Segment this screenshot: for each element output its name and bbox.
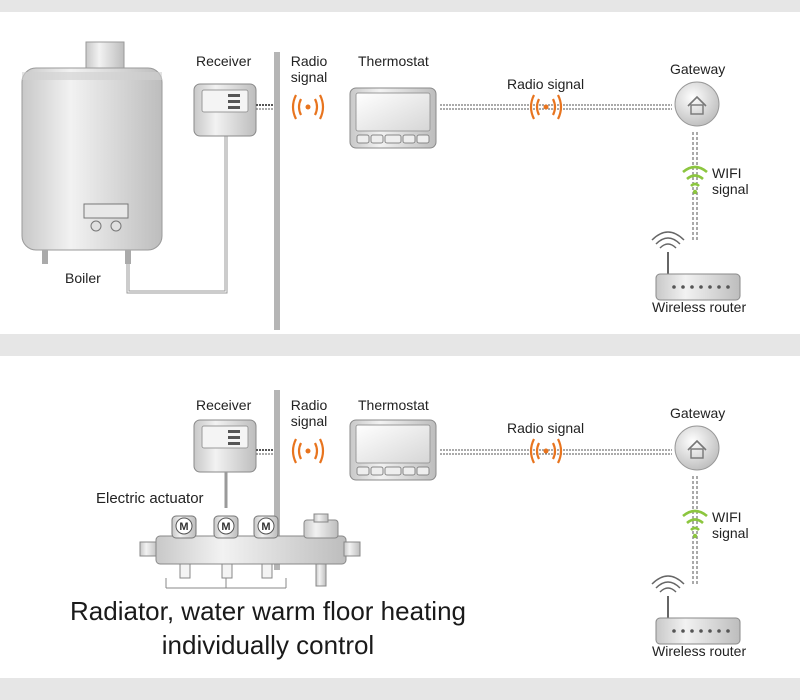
thermostat-label: Thermostat [358,397,429,413]
radio-signal-label: Radio signal [507,420,585,436]
gateway-device [674,81,720,127]
wifi-icon [682,509,708,539]
radio-waves-icon [291,438,325,464]
manifold [139,513,361,589]
actuator-letter: M [261,521,270,533]
thermostat-device [349,87,437,149]
floor-heating-diagram-panel: M M M Receiver Radio signal Thermostat R… [0,356,800,678]
electric-actuator [213,515,239,539]
caption-line-2: individually control [161,630,375,660]
gateway-device [674,425,720,471]
boiler-diagram-panel: Receiver Radio signal Thermostat Radio s… [0,12,800,334]
thermostat-label: Thermostat [358,53,429,69]
floor-heating-diagram-graphics: M M M [139,390,741,645]
radio-waves-icon [291,94,325,120]
receiver-label: Receiver [196,397,252,413]
wifi-signal-label: WIFI signal [712,509,749,541]
wifi-icon [682,165,708,195]
boiler-diagram-graphics [21,41,741,330]
thermostat-device [349,419,437,481]
receiver-device [193,83,257,137]
radio-signal-label: Radio signal [290,397,328,429]
radio-signal-label: Radio signal [507,76,585,92]
electric-actuator [171,515,197,539]
caption-line-1: Radiator, water warm floor heating [70,596,466,626]
electric-actuator [253,515,279,539]
boiler-label: Boiler [65,270,101,286]
wireless-router [651,231,741,301]
radio-signal-label: Radio signal [290,53,328,85]
wireless-router-label: Wireless router [652,643,747,659]
wireless-router-label: Wireless router [652,299,747,315]
radio-waves-icon [529,438,563,464]
electric-actuator-label: Electric actuator [96,490,204,507]
actuator-letter: M [221,521,230,533]
wireless-router [651,575,741,645]
boiler [21,41,163,264]
wifi-signal-label: WIFI signal [712,165,749,197]
gateway-label: Gateway [670,405,726,421]
radio-waves-icon [529,94,563,120]
gateway-label: Gateway [670,61,726,77]
house-icon [687,95,707,115]
wall [274,52,280,330]
wall [274,390,280,570]
receiver-device [193,419,257,473]
house-icon [687,439,707,459]
actuator-letter: M [179,521,188,533]
receiver-label: Receiver [196,53,252,69]
